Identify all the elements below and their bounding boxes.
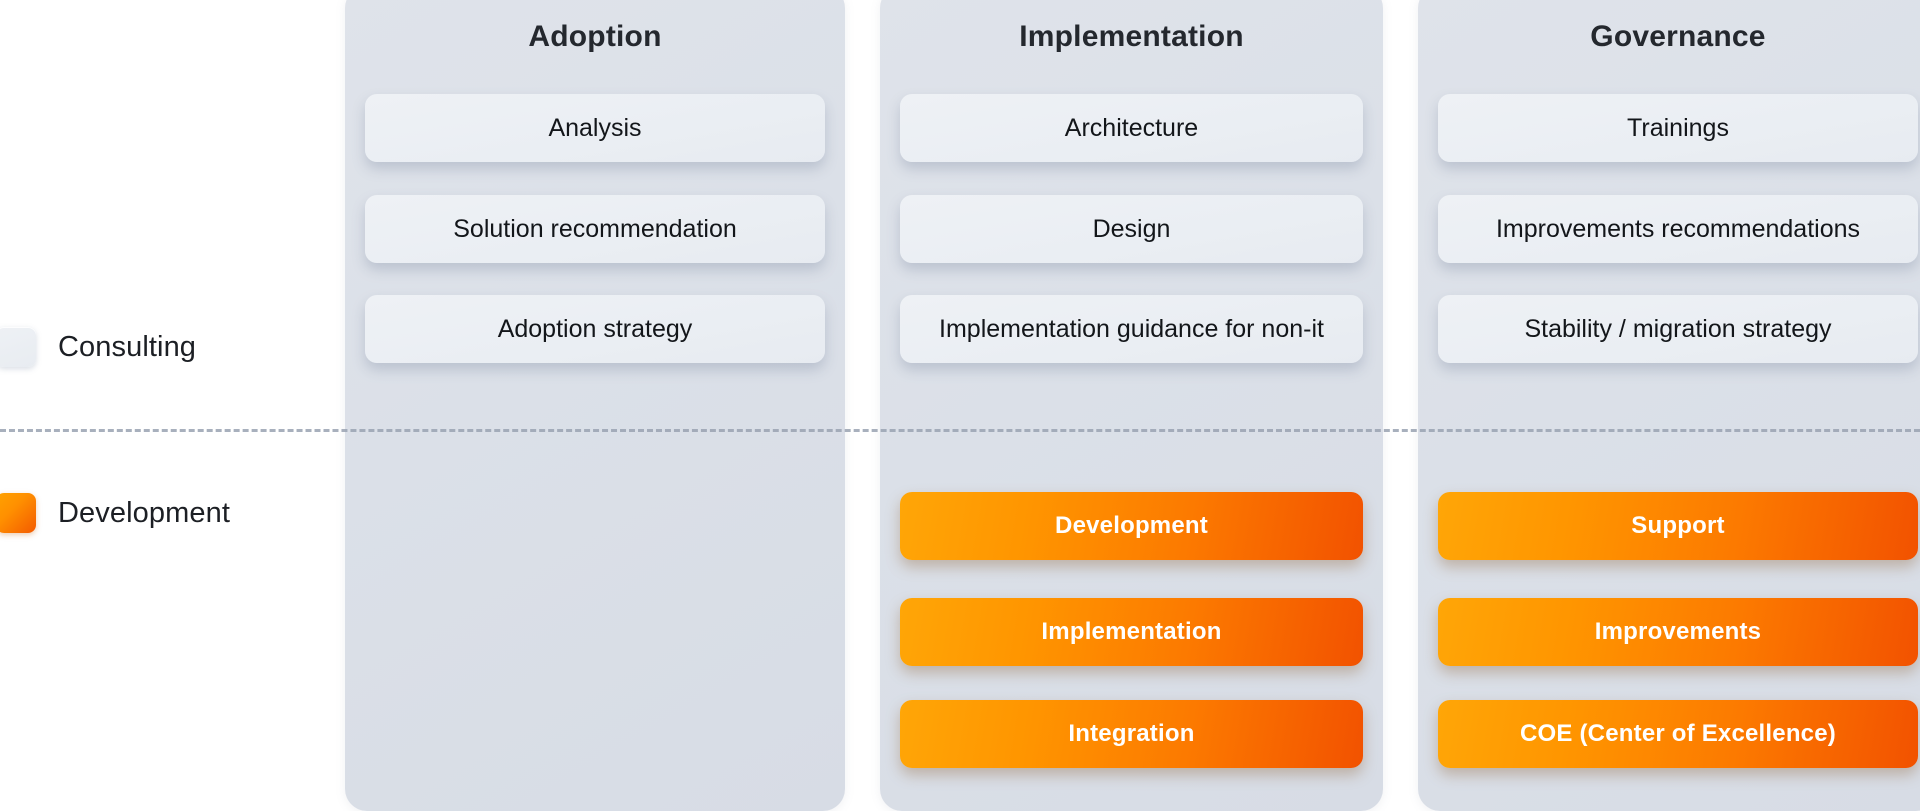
legend-item-development: Development <box>0 493 230 533</box>
card-consulting[interactable]: Adoption strategy <box>365 295 825 363</box>
column-title-implementation: Implementation <box>1019 20 1244 53</box>
legend-label-development: Development <box>58 496 230 529</box>
card-development[interactable]: Improvements <box>1438 598 1918 666</box>
column-governance: Governance Trainings Improvements recomm… <box>1418 0 1920 811</box>
card-consulting[interactable]: Architecture <box>900 94 1363 162</box>
card-label: Development <box>1055 512 1208 540</box>
card-label: Analysis <box>548 113 642 142</box>
column-title-adoption: Adoption <box>528 20 662 53</box>
card-label: Support <box>1631 512 1725 540</box>
card-label: Architecture <box>1064 113 1199 142</box>
card-label: Improvements recommendations <box>1495 214 1861 243</box>
card-consulting[interactable]: Improvements recommendations <box>1438 195 1918 263</box>
card-development[interactable]: COE (Center of Excellence) <box>1438 700 1918 768</box>
card-consulting[interactable]: Analysis <box>365 94 825 162</box>
card-label: Implementation <box>1041 618 1222 646</box>
card-label: Solution recommendation <box>453 214 737 243</box>
consulting-swatch-icon <box>0 327 36 367</box>
card-label: Adoption strategy <box>497 314 693 343</box>
card-label: Implementation guidance for non-it <box>939 314 1324 343</box>
column-adoption: Adoption Analysis Solution recommendatio… <box>345 0 845 811</box>
legend-label-consulting: Consulting <box>58 330 197 363</box>
card-consulting[interactable]: Design <box>900 195 1363 263</box>
card-label: Integration <box>1068 720 1195 748</box>
card-development[interactable]: Integration <box>900 700 1363 768</box>
development-swatch-icon <box>0 493 36 533</box>
card-consulting[interactable]: Stability / migration strategy <box>1438 295 1918 363</box>
column-title-governance: Governance <box>1590 20 1766 53</box>
card-development[interactable]: Support <box>1438 492 1918 560</box>
card-development[interactable]: Implementation <box>900 598 1363 666</box>
legend-item-consulting: Consulting <box>0 327 196 367</box>
card-label: COE (Center of Excellence) <box>1520 720 1836 748</box>
card-label: Design <box>1092 214 1171 243</box>
card-development[interactable]: Development <box>900 492 1363 560</box>
card-consulting[interactable]: Trainings <box>1438 94 1918 162</box>
card-consulting[interactable]: Implementation guidance for non-it <box>900 295 1363 363</box>
column-implementation: Implementation Architecture Design Imple… <box>880 0 1383 811</box>
card-consulting[interactable]: Solution recommendation <box>365 195 825 263</box>
card-label: Trainings <box>1627 113 1729 142</box>
card-label: Stability / migration strategy <box>1524 314 1832 343</box>
card-label: Improvements <box>1594 618 1762 646</box>
consulting-development-divider <box>0 429 1920 432</box>
